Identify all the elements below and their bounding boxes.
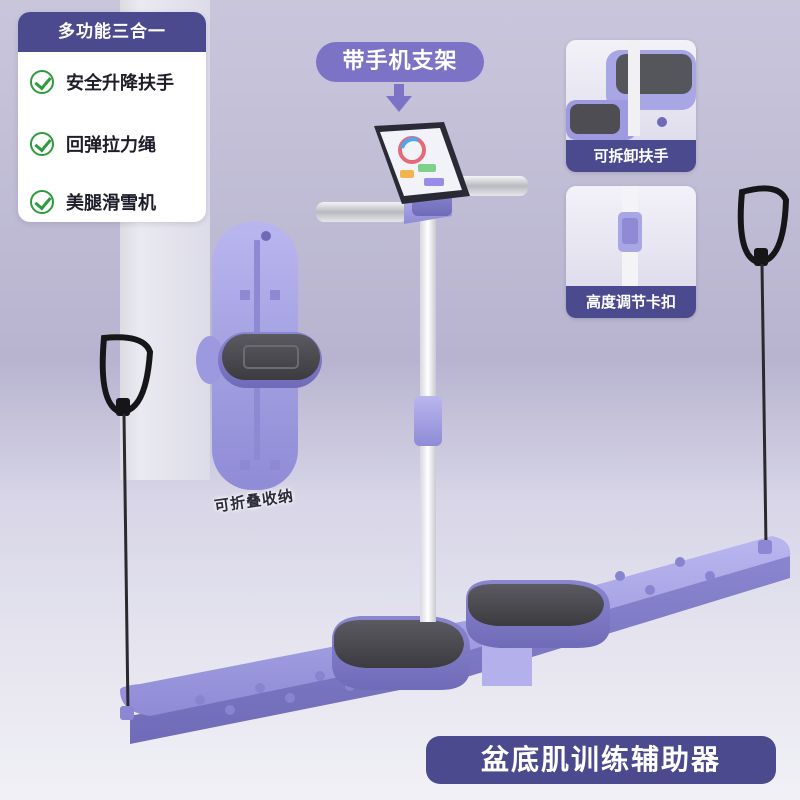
detachable-handle-inset: 可拆卸扶手 <box>566 40 696 172</box>
folded-unit <box>196 222 322 490</box>
feature-item-label: 回弹拉力绳 <box>66 135 156 156</box>
detachable-handle-detail <box>566 40 696 140</box>
height-clip-label: 高度调节卡扣 <box>566 286 696 318</box>
check-icon <box>30 190 54 214</box>
height-clip-detail <box>618 186 642 286</box>
detachable-handle-label: 可拆卸扶手 <box>566 140 696 172</box>
feature-item: 回弹拉力绳 <box>30 126 156 162</box>
feature-card-title: 多功能三合一 <box>18 12 206 52</box>
height-clip-inset: 高度调节卡扣 <box>566 186 696 318</box>
foot-pedal-right <box>466 580 610 648</box>
resistance-band-right <box>737 185 790 554</box>
foot-pedal-left <box>332 616 470 690</box>
phone-holder-callout: 带手机支架 <box>316 42 484 82</box>
product-name-banner: 盆底肌训练辅助器 <box>426 736 776 784</box>
feature-item: 美腿滑雪机 <box>30 184 156 220</box>
feature-item-label: 安全升降扶手 <box>66 73 174 94</box>
feature-item: 安全升降扶手 <box>30 64 174 100</box>
check-icon <box>30 70 54 94</box>
resistance-band-left <box>99 334 154 720</box>
phone-holder <box>374 122 470 204</box>
support-pole <box>316 176 528 622</box>
feature-item-label: 美腿滑雪机 <box>66 193 156 214</box>
check-icon <box>30 132 54 156</box>
arrow-down-icon <box>386 84 412 112</box>
